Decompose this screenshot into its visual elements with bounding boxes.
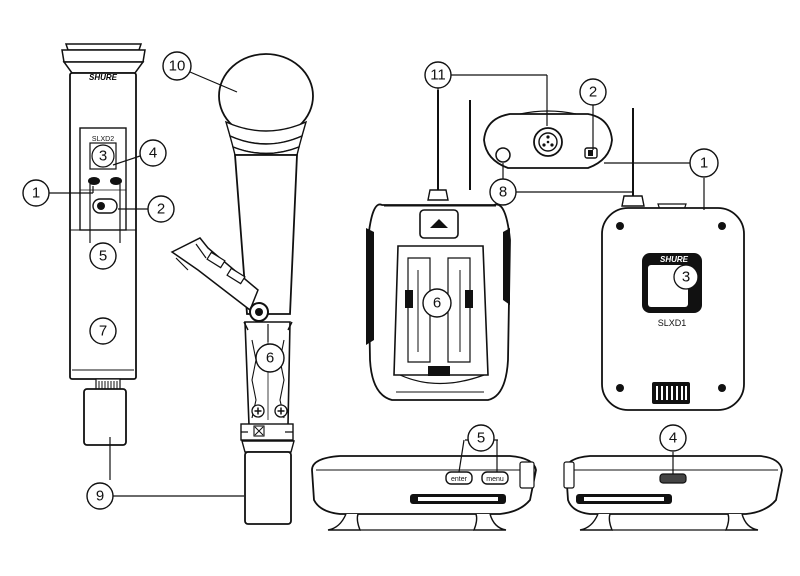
bodypack-brand-logo: SHURE (660, 255, 689, 264)
svg-text:11: 11 (430, 67, 446, 84)
bodypack-top-view (469, 100, 613, 190)
svg-text:4: 4 (669, 430, 677, 447)
svg-text:3: 3 (682, 269, 690, 286)
callout-6-handheld: 6 (255, 343, 285, 373)
svg-text:2: 2 (157, 201, 165, 218)
bodypack-side-shell-1 (311, 455, 537, 515)
svg-text:8: 8 (499, 184, 507, 201)
handheld-button-left[interactable] (88, 177, 100, 185)
grille-band (61, 49, 146, 63)
svg-text:6: 6 (433, 295, 441, 312)
callout-5-handheld: 5 (89, 242, 117, 270)
bodypack-side-led (563, 455, 783, 531)
svg-text:1: 1 (700, 155, 708, 172)
callout-8-antenna: 8 (489, 178, 517, 206)
head-taper (62, 61, 145, 74)
handheld-button-right[interactable] (110, 177, 122, 185)
callout-7-handheld: 7 (89, 317, 117, 345)
callout-9-battery: 9 (86, 482, 114, 510)
bodypack-side-shell-2 (565, 455, 783, 515)
callout-2-handheld: 2 (147, 195, 175, 223)
svg-text:3: 3 (99, 148, 107, 165)
callouts: 1 2 3 4 5 7 9 10 (22, 51, 719, 510)
callout-1-handheld: 1 (22, 179, 50, 207)
bodypack-front: SHURE SLXD1 (601, 108, 745, 411)
mic-handle (234, 154, 298, 315)
svg-text:7: 7 (99, 323, 107, 340)
menu-button[interactable] (481, 471, 509, 485)
svg-text:2: 2 (589, 84, 597, 101)
svg-text:6: 6 (266, 350, 274, 367)
status-led (659, 473, 687, 484)
callout-3-handheld: 3 (91, 144, 115, 168)
callout-11-connector: 11 (424, 61, 452, 89)
power-switch-knob[interactable] (97, 202, 105, 210)
battery-cap-open (244, 451, 292, 525)
menu-button-label: menu (486, 476, 504, 483)
callout-10-grille: 10 (162, 51, 192, 81)
bodypack-side-buttons: enter menu (311, 455, 537, 531)
callout-4-handheld: 4 (139, 139, 167, 167)
callout-4-bodypack: 4 (659, 424, 687, 452)
enter-button-label: enter (451, 476, 468, 483)
svg-text:1: 1 (32, 185, 40, 202)
antenna-base-top (495, 147, 511, 163)
svg-text:5: 5 (477, 430, 485, 447)
svg-text:9: 9 (96, 488, 104, 505)
callout-5-bodypack: 5 (467, 424, 495, 452)
handheld-model-label: SLXD2 (92, 136, 114, 143)
leader-lines (49, 71, 705, 497)
callout-6-bodypack: 6 (422, 288, 452, 318)
callout-3-bodypack: 3 (673, 264, 699, 290)
handheld-open (170, 53, 314, 525)
bodypack-model-label: SLXD1 (658, 318, 687, 328)
battery-cap (83, 388, 127, 446)
svg-text:5: 5 (99, 248, 107, 265)
grille-top (64, 43, 143, 51)
svg-text:4: 4 (149, 145, 157, 162)
svg-text:10: 10 (169, 58, 186, 75)
handheld-brand-logo: SHURE (89, 73, 118, 82)
battery-door[interactable] (170, 237, 259, 312)
callout-1-bodypack: 1 (689, 148, 719, 178)
callout-2-bodypack: 2 (579, 78, 607, 106)
